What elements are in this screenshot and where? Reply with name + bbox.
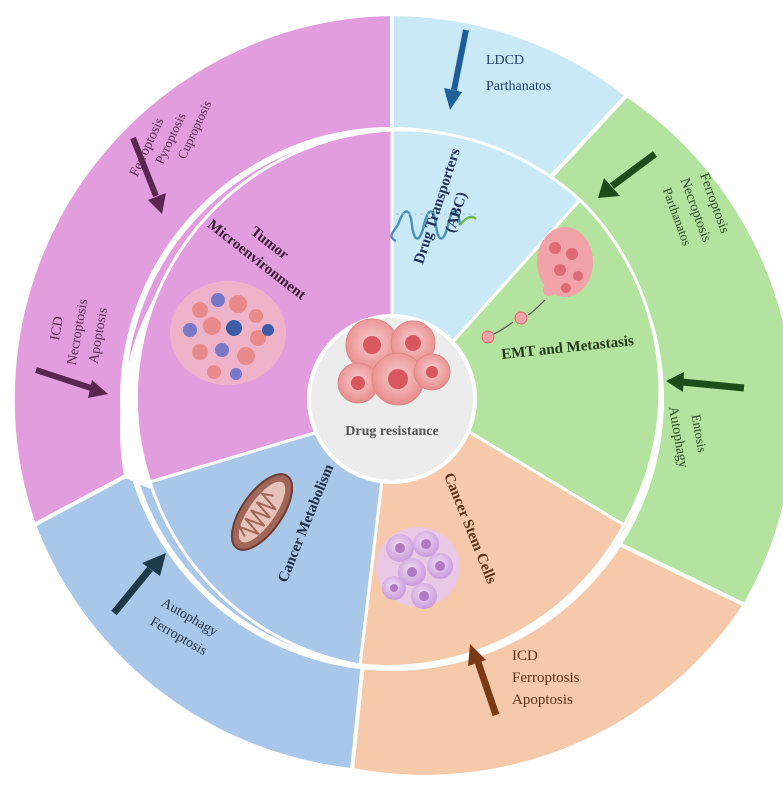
death-mode-label: Entosis — [689, 413, 710, 453]
death-mode-label: Ferroptosis — [512, 670, 580, 686]
tumor-microenvironment-icon — [170, 281, 286, 385]
down-arrow-icon — [130, 136, 166, 214]
up-arrow-icon — [666, 372, 745, 392]
mitochondrion-icon — [230, 473, 294, 551]
csc-group: ICD Ferroptosis Apoptosis — [468, 644, 580, 717]
down-arrow-icon — [444, 29, 469, 110]
down-arrow-icon — [598, 151, 658, 198]
up-arrow-icon — [468, 644, 500, 717]
death-mode-label: Apoptosis — [512, 692, 573, 708]
death-mode-label: Parthanatos — [486, 79, 551, 94]
stem-cells-icon — [376, 527, 460, 609]
center-label: Drug resistance — [345, 424, 438, 439]
metastasis-icon — [481, 227, 593, 344]
death-mode-label: ICD — [48, 315, 67, 341]
cancer-cells-icon — [337, 318, 451, 406]
death-mode-label: LDCD — [486, 53, 524, 68]
up-arrow-icon — [111, 553, 166, 616]
drug-transporters-group: LDCD Parthanatos — [444, 29, 551, 110]
death-mode-label: ICD — [512, 648, 538, 664]
abc-transporter-icon — [390, 210, 477, 243]
down-arrow-icon — [35, 367, 108, 398]
